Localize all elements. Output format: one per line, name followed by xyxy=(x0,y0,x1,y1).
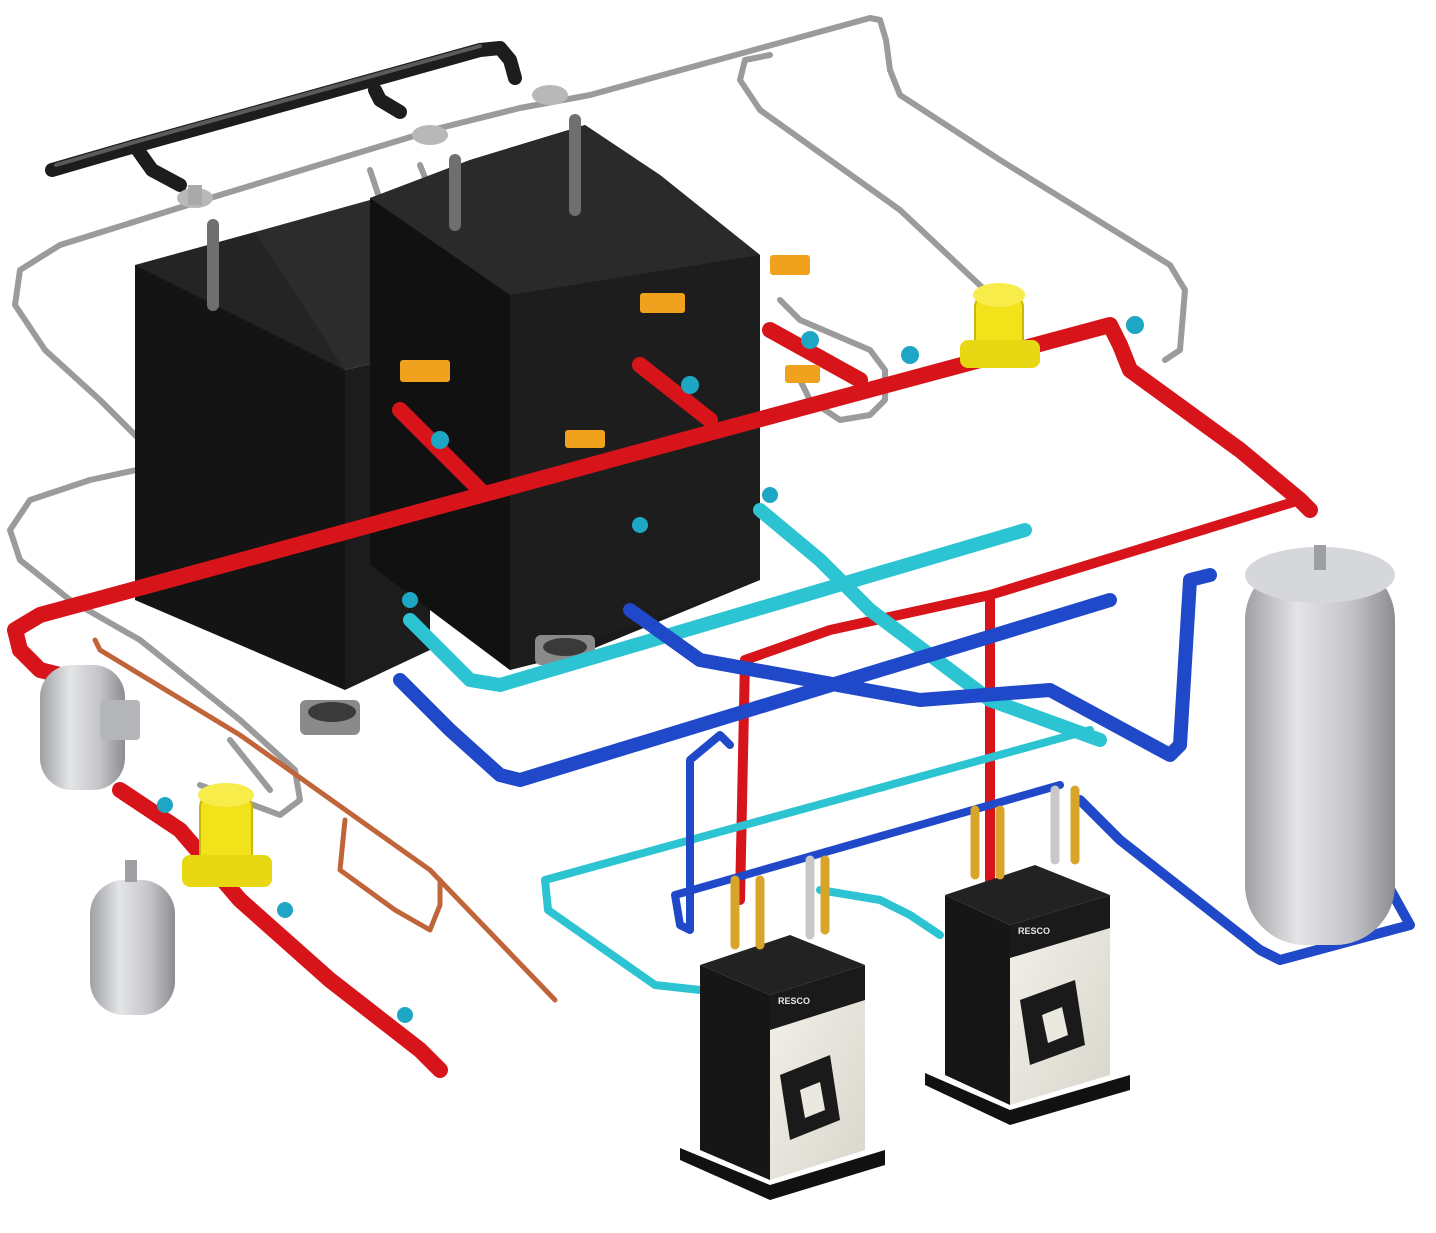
heat-exchanger-unit-2: RESCO SmartPlate EV xyxy=(925,865,1130,1125)
cold-water-pipe xyxy=(403,503,1107,994)
pump-icon xyxy=(182,783,272,887)
gas-pipe xyxy=(45,41,522,192)
unit-brand-label: RESCO xyxy=(1018,926,1050,936)
storage-tank xyxy=(1245,545,1395,945)
air-separator xyxy=(40,665,140,790)
mixing-valve-cluster xyxy=(730,785,1080,950)
hot-supply-pipe xyxy=(7,317,1318,1078)
actuator-icon xyxy=(400,255,820,448)
unit-brand-label: RESCO xyxy=(778,996,810,1006)
gas-regulator xyxy=(177,85,581,311)
boiler-right xyxy=(370,125,760,670)
heat-exchanger-unit-1: RESCO SmartPlate EV xyxy=(680,935,885,1200)
valve-icon xyxy=(157,316,1144,1023)
tank-icon xyxy=(90,860,175,1015)
pump-icon xyxy=(960,283,1040,368)
makeup-water-pipe xyxy=(92,637,558,1003)
